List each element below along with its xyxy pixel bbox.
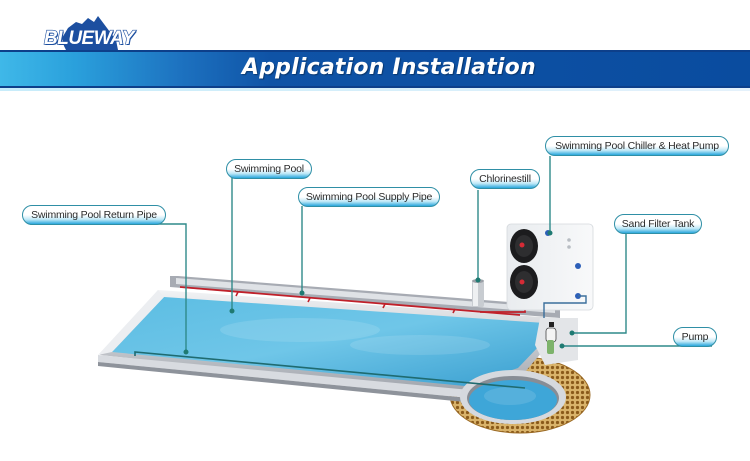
label-heat-pump: Swimming Pool Chiller & Heat Pump: [545, 136, 729, 156]
label-chlorinestill: Chlorinestill: [470, 169, 540, 189]
return-pipe: [134, 351, 526, 389]
page-title: Application Installation: [242, 55, 536, 80]
pool-back-rim: [170, 276, 560, 318]
chlorinator: [472, 279, 484, 307]
label-swimming-pool: Swimming Pool: [226, 159, 312, 179]
pump-housing: [535, 318, 578, 365]
label-return-pipe: Swimming Pool Return Pipe: [22, 205, 166, 225]
label-supply-pipe: Swimming Pool Supply Pipe: [298, 187, 440, 207]
label-pump: Pump: [673, 327, 717, 347]
brand-logo-text: BLUEWAY: [43, 27, 135, 49]
spa: [460, 370, 566, 424]
title-bar: [0, 50, 750, 88]
heat-pump-unit: [506, 223, 594, 318]
label-sand-filter-tank: Sand Filter Tank: [614, 214, 702, 234]
pool: [98, 290, 555, 402]
leader-dots: [183, 230, 575, 355]
title-bar-underline: [0, 88, 750, 91]
